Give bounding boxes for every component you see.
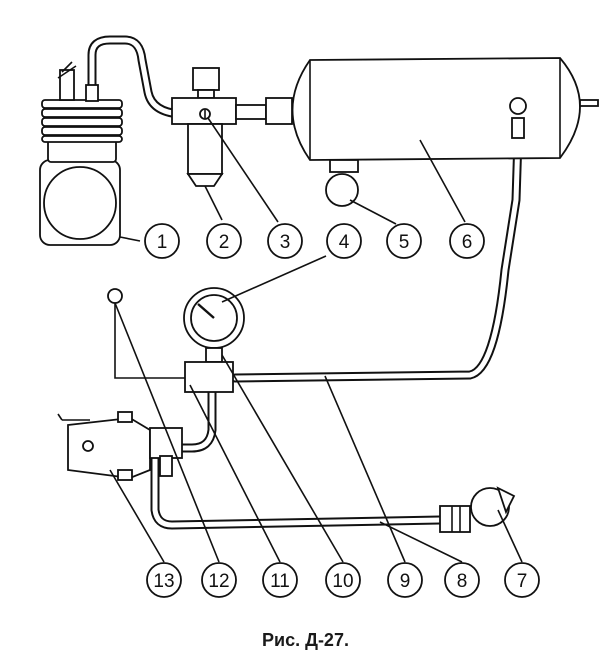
pressure-sensor-lead	[107, 288, 185, 379]
callout-11: 11	[262, 562, 298, 598]
callout-10: 10	[325, 562, 361, 598]
callout-2: 2	[206, 223, 242, 259]
svg-text:4: 4	[339, 232, 350, 253]
callout-7: 7	[504, 562, 540, 598]
connector-head	[439, 486, 516, 533]
svg-text:9: 9	[400, 571, 411, 592]
svg-text:2: 2	[219, 232, 230, 253]
compressor	[39, 61, 123, 246]
leader-lines	[109, 117, 523, 563]
svg-text:13: 13	[153, 571, 174, 592]
callout-1: 1	[144, 223, 180, 259]
callout-3: 3	[267, 223, 303, 259]
drain-valve	[325, 159, 359, 207]
callout-9: 9	[387, 562, 423, 598]
svg-text:8: 8	[457, 571, 468, 592]
compressor-cooling-fins	[41, 99, 123, 143]
pressure-gauge	[183, 287, 245, 363]
svg-text:1: 1	[157, 232, 168, 253]
callout-12: 12	[201, 562, 237, 598]
figure-caption: Рис. Д-27.	[262, 630, 349, 650]
air-tank	[265, 57, 599, 161]
svg-text:11: 11	[270, 571, 290, 592]
pressure-regulator	[57, 411, 183, 481]
tubes	[87, 35, 523, 530]
callouts: 1 2 3 4 5 6 7 8 9 10 11 12 13	[144, 223, 540, 598]
svg-text:5: 5	[399, 232, 410, 253]
svg-text:6: 6	[462, 232, 473, 253]
callout-6: 6	[449, 223, 485, 259]
moisture-separator	[171, 67, 267, 187]
tee-fitting	[184, 361, 234, 393]
pneumatic-system-diagram: 1 2 3 4 5 6 7 8 9 10 11 12 13	[39, 35, 599, 598]
callout-8: 8	[444, 562, 480, 598]
svg-text:10: 10	[332, 571, 353, 592]
callout-4: 4	[326, 223, 362, 259]
callout-5: 5	[386, 223, 422, 259]
callout-13: 13	[146, 562, 182, 598]
svg-text:12: 12	[208, 571, 229, 592]
svg-text:7: 7	[517, 571, 528, 592]
svg-text:3: 3	[280, 232, 291, 253]
